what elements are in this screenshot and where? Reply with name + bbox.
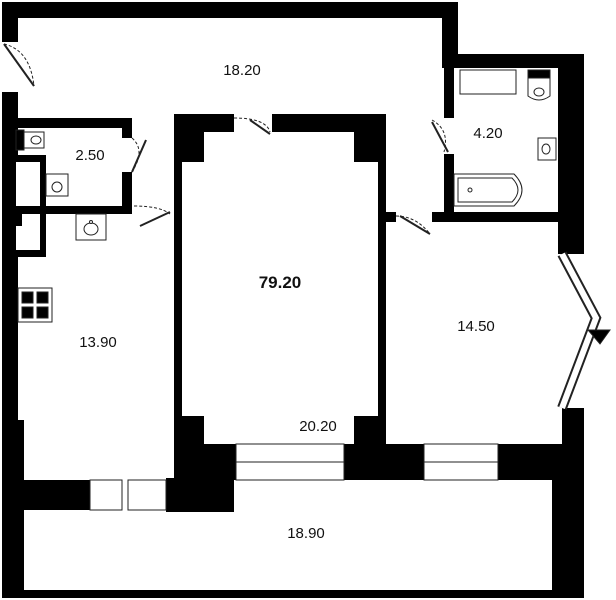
total-area-label: 79.20 — [259, 273, 302, 292]
window-icon — [89, 479, 123, 511]
sink-icon — [537, 137, 557, 161]
stove-icon — [17, 287, 53, 323]
balcony-area-label: 18.90 — [287, 525, 325, 542]
windows — [89, 251, 611, 511]
door-swing-icon — [131, 137, 147, 173]
doors — [3, 43, 449, 235]
shelf-icon — [459, 69, 517, 95]
toilet-icon — [527, 69, 551, 101]
door-swing-icon — [3, 43, 35, 87]
room-labels: 18.20 2.50 4.20 79.20 13.90 14.50 20.20 … — [75, 62, 502, 542]
sink-icon — [45, 173, 69, 197]
sink-icon — [75, 213, 107, 241]
fixtures — [15, 69, 557, 323]
toilet-icon — [15, 129, 45, 151]
corridor-area-label: 18.20 — [223, 62, 261, 79]
bedroom-area-label: 14.50 — [457, 318, 495, 335]
door-swing-icon — [133, 205, 171, 227]
door-swing-icon — [233, 117, 271, 135]
toilet-area-label: 2.50 — [75, 147, 104, 164]
bathtub-icon — [453, 173, 523, 207]
window-icon — [127, 479, 167, 511]
door-swing-icon — [395, 215, 431, 235]
door-swing-icon — [431, 119, 449, 153]
bathroom-area-label: 4.20 — [473, 125, 502, 142]
kitchen-area-label: 13.90 — [79, 334, 117, 351]
walls — [2, 2, 584, 598]
living-room-area-label: 20.20 — [299, 418, 337, 435]
